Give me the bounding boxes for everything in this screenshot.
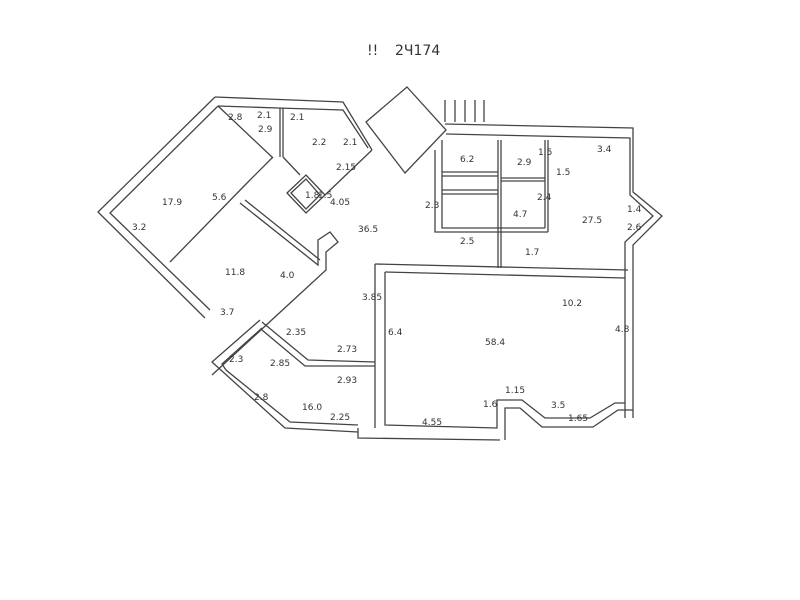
dim: 2.73 [337,345,357,355]
dim: 1.6 [483,400,498,410]
dim: 2.9 [258,125,273,135]
dim: 2.5 [460,237,474,247]
dim: 4.0 [280,271,295,281]
dim: 2.8 [228,113,243,123]
dim: 2.93 [337,376,357,386]
area-bath: 2.2 [312,138,326,148]
dim: 3.85 [362,293,382,303]
title-mark: !! [367,43,378,59]
dim: 2.1 [343,138,357,148]
dim: 5.6 [212,193,227,203]
area-bedroom-upper: 17.9 [162,198,182,208]
dim: 2.3 [425,201,439,211]
dim: 1.5 [318,191,332,201]
dim: 3.5 [551,401,565,411]
area-hall: 36.5 [358,225,378,235]
dim: 2.3 [229,355,243,365]
dim: 4.55 [422,418,442,428]
dim: 1.4 [627,205,642,215]
dim: 4.05 [330,198,350,208]
area-bedroom-right: 27.5 [582,216,602,226]
dim: 2.1 [290,113,304,123]
dim: 2.25 [330,413,350,423]
title-text: 2Ч174 [395,43,440,59]
dim: 2.6 [627,223,642,233]
area-corner-room: 16.0 [302,403,322,413]
dim: 1.5 [538,148,552,158]
dim: 1.7 [525,248,539,258]
dim: 3.4 [597,145,612,155]
dim: 1.65 [568,414,588,424]
area-small-top: 2.9 [517,158,532,168]
area-bedroom-lower: 11.8 [225,268,245,278]
area-pantry: 6.2 [460,155,474,165]
dim: 4.8 [615,325,630,335]
dim: 2.8 [254,393,269,403]
dim: 1.5 [556,168,570,178]
area-shaft: 1.8 [305,191,320,201]
area-small-mid: 4.7 [513,210,527,220]
dim: 2.85 [270,359,290,369]
walls [97,86,663,441]
dim: 3.7 [220,308,234,318]
dim: 10.2 [562,299,582,309]
dim: 2.4 [537,193,552,203]
dim: 2.1 [257,111,271,121]
dim: 2.15 [336,163,356,173]
dim: 3.2 [132,223,146,233]
area-living: 58.4 [485,338,505,348]
dim: 6.4 [388,328,403,338]
dim: 1.15 [505,386,525,396]
room-labels: 17.9 5.6 3.2 2.8 11.8 4.0 3.7 2.1 2.9 2.… [132,111,642,428]
dim: 2.35 [286,328,306,338]
